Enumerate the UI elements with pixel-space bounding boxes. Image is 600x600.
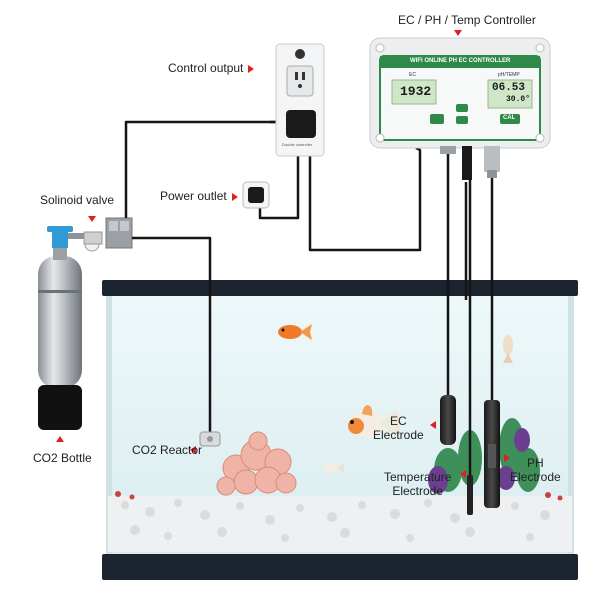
cal-button: CAL bbox=[503, 115, 516, 121]
controller-connectors bbox=[440, 146, 500, 180]
ph-electrode-label: PH Electrode bbox=[510, 456, 561, 484]
tank-left-glass bbox=[106, 296, 112, 556]
controller-header: WIFI ONLINE PH EC CONTROLLER bbox=[410, 58, 511, 64]
co2-reactor-label: CO2 Reactor bbox=[132, 443, 203, 457]
tank-bottom-rim bbox=[102, 554, 578, 580]
arrow-co2-bottle bbox=[56, 436, 64, 442]
probe-cables bbox=[446, 145, 494, 500]
ph-temp-reading-label: pH/TEMP bbox=[498, 72, 520, 78]
control-box-caption: Double controller bbox=[282, 142, 313, 147]
ec-electrode-line2: Electrode bbox=[373, 428, 424, 442]
control-output-text: Control output bbox=[168, 61, 244, 75]
cables bbox=[124, 120, 468, 435]
ph-electrode-line1: PH bbox=[527, 456, 544, 470]
temp-electrode-line2: Electrode bbox=[392, 484, 444, 498]
arrow-controller bbox=[454, 30, 462, 36]
arrow-ph-electrode bbox=[504, 454, 510, 462]
temp-probe bbox=[467, 475, 473, 515]
ph-probe bbox=[484, 400, 500, 508]
control-output-label: Control output bbox=[168, 61, 255, 75]
power-outlet-label: Power outlet bbox=[160, 189, 238, 203]
ec-probe bbox=[440, 395, 456, 445]
power-outlet-text: Power outlet bbox=[160, 189, 227, 203]
ec-electrode-label: EC Electrode bbox=[373, 414, 424, 442]
coral-decoration bbox=[216, 431, 297, 496]
tank-right-glass bbox=[568, 296, 574, 556]
co2-reactor bbox=[199, 431, 221, 447]
controller-body bbox=[369, 37, 551, 149]
control-output-box bbox=[275, 43, 325, 157]
arrow-temp-electrode bbox=[460, 470, 466, 478]
ec-reading-value: 1932 bbox=[400, 84, 432, 99]
co2-bottle-label: CO2 Bottle bbox=[33, 451, 92, 465]
ec-reading-label: EC bbox=[409, 72, 416, 78]
ph-reading-value: 06.53 bbox=[492, 82, 526, 94]
temp-reading-value: 30.0° bbox=[506, 95, 531, 104]
ec-electrode-line1: EC bbox=[390, 414, 407, 428]
goldfish-center bbox=[348, 405, 401, 438]
controller-title-label: EC / PH / Temp Controller bbox=[398, 13, 536, 27]
solenoid-valve-label: Solinoid valve bbox=[40, 193, 115, 207]
small-white-fish bbox=[322, 463, 344, 473]
goldfish-top bbox=[278, 324, 312, 340]
control-output-arrow bbox=[248, 64, 255, 73]
temp-electrode-label: Temperature Electrode bbox=[384, 470, 451, 498]
power-outlet-arrow bbox=[231, 192, 238, 201]
callout-arrows bbox=[56, 30, 510, 478]
gravel-bed bbox=[108, 491, 572, 552]
co2-regulator bbox=[47, 226, 84, 248]
ph-electrode-line2: Electrode bbox=[510, 470, 561, 484]
temp-electrode-line1: Temperature bbox=[384, 470, 452, 484]
solenoid-valve bbox=[83, 217, 133, 252]
arrow-co2-reactor bbox=[190, 446, 196, 454]
tank-top-rim bbox=[102, 280, 578, 296]
power-outlet bbox=[242, 181, 270, 209]
arrow-valve bbox=[88, 216, 96, 222]
small-fish-right bbox=[503, 335, 513, 363]
arrow-ec-electrode bbox=[430, 421, 436, 429]
co2-bottle bbox=[38, 246, 82, 430]
